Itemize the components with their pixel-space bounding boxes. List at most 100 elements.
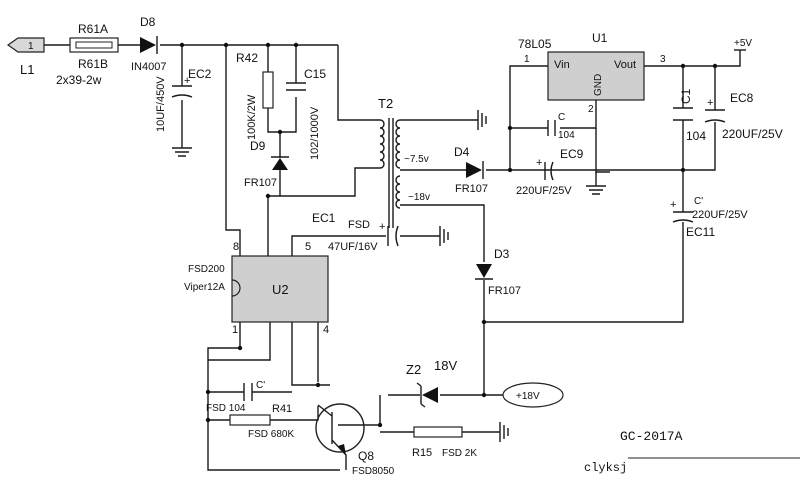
capacitor-ec9: + EC9 220UF/25V — [516, 147, 584, 197]
ec1-ref: EC1 — [312, 211, 336, 225]
d3-ref: D3 — [494, 247, 510, 261]
u2-pin1: 1 — [232, 324, 238, 336]
ec1-value: 47UF/16V — [328, 241, 378, 253]
output-18v: +18V — [502, 382, 564, 408]
ec9-polarity: + — [536, 157, 542, 169]
d3-part: FR107 — [488, 285, 521, 297]
fuse-ref-bottom: R61B — [78, 57, 108, 71]
junction-dots — [179, 42, 718, 428]
u1-vout: Vout — [614, 59, 636, 71]
d4-part: FR107 — [455, 183, 488, 195]
r41-ref: R41 — [272, 403, 292, 415]
watermark-text: clyksj — [584, 461, 627, 475]
q8-part: FSD8050 — [352, 466, 395, 477]
input-plug-l1: 1 L1 — [6, 37, 45, 77]
wires — [44, 44, 741, 471]
u1-pin3: 3 — [660, 54, 666, 65]
c15-ref: C15 — [304, 67, 326, 81]
transistor-q8: Q8 FSD8050 — [315, 403, 395, 477]
u2-pin5: 5 — [305, 241, 311, 253]
r41-value: FSD 680K — [248, 429, 294, 440]
diode-d4: D4 FR107 — [454, 145, 488, 195]
d8-ref: D8 — [140, 15, 156, 29]
capacitor-ec11: + C' 220UF/25V EC11 — [670, 196, 748, 239]
c-fsd-value: FSD 104 — [206, 403, 246, 414]
ec8-polarity: + — [707, 97, 713, 109]
ec1-fsd: FSD — [348, 219, 370, 231]
u1-ref: U1 — [592, 31, 608, 45]
capacitor-c-fsd: C' FSD 104 — [206, 380, 265, 414]
diode-d8: D8 IN4007 — [131, 15, 166, 73]
u2-part1: FSD200 — [188, 264, 225, 275]
out5v-label: +5V — [734, 38, 752, 49]
d8-part: IN4007 — [131, 61, 166, 73]
r15-value: FSD 2K — [442, 448, 477, 459]
ec2-ref: EC2 — [188, 67, 212, 81]
ec2-value: 10UF/450V — [155, 76, 167, 132]
r42-ref: R42 — [236, 51, 258, 65]
ec11-ref-alt: C' — [694, 196, 703, 207]
fuse-value: 2x39-2w — [56, 73, 102, 87]
ec9-ref: EC9 — [560, 147, 584, 161]
ground-symbol — [586, 185, 606, 195]
resistor-r41: R41 FSD 680K — [229, 403, 294, 440]
d4-ref: D4 — [454, 145, 470, 159]
ground-symbol — [477, 110, 487, 130]
u1-pin2: 2 — [588, 104, 594, 115]
plug-pin-label: 1 — [28, 41, 34, 52]
u2-part2: Viper12A — [184, 282, 225, 293]
t2-ref: T2 — [378, 96, 393, 111]
diode-d9: D9 FR107 — [244, 139, 289, 189]
u2-ref: U2 — [272, 282, 289, 297]
capacitor-c1: C1 104 — [673, 88, 706, 143]
u1-gnd: GND — [593, 74, 604, 96]
ec11-ref: EC11 — [686, 225, 715, 239]
regulator-u1: 78L05 U1 Vin Vout GND 1 2 3 — [518, 31, 666, 195]
drawing-title: GC-2017A — [620, 429, 683, 444]
capacitor-ec2: + EC2 10UF/450V — [155, 67, 212, 157]
u2-pin4: 4 — [323, 324, 329, 336]
ec2-polarity: + — [184, 75, 190, 87]
z2-value: 18V — [434, 358, 457, 373]
input-label: L1 — [20, 62, 34, 77]
u2-pin8: 8 — [233, 241, 239, 253]
ec11-value: 220UF/25V — [692, 209, 748, 221]
output-5v: +5V — [734, 38, 752, 51]
c-u1-value: 104 — [558, 130, 575, 141]
resistor-r42: R42 100K/2W — [236, 51, 274, 140]
d9-ref: D9 — [250, 139, 266, 153]
c1-ref: C1 — [679, 88, 693, 104]
capacitor-ec1: + EC1 FSD 47UF/16V — [312, 211, 449, 253]
capacitor-c-u1: C 104 — [547, 112, 575, 141]
ec8-ref: EC8 — [730, 91, 754, 105]
ground-symbol — [172, 147, 192, 157]
t2-tap1: ~7.5v — [404, 154, 429, 165]
ground-symbol — [439, 226, 449, 246]
capacitor-c15: C15 102/1000V — [286, 67, 326, 160]
u1-vin: Vin — [554, 59, 570, 71]
z2-ref: Z2 — [406, 362, 421, 377]
transformer-t2: T2 ~7.5v ~18v — [378, 96, 487, 228]
c1-value: 104 — [686, 129, 706, 143]
zener-z2: Z2 18V — [406, 358, 457, 408]
ec8-value: 220UF/25V — [722, 127, 783, 141]
diode-d3: D3 FR107 — [475, 247, 521, 297]
resistor-r15: R15 FSD 2K — [412, 422, 509, 459]
c15-value: 102/1000V — [309, 106, 321, 160]
controller-u2: U2 FSD200 Viper12A 8 5 1 4 — [184, 241, 329, 336]
out18v-label: +18V — [516, 391, 540, 402]
ground-symbol — [499, 422, 509, 442]
d9-part: FR107 — [244, 177, 277, 189]
fuse-ref-top: R61A — [78, 22, 108, 36]
c-fsd-ref: C' — [256, 380, 265, 391]
q8-ref: Q8 — [358, 449, 374, 463]
fuse-resistor: R61A R61B 2x39-2w — [56, 22, 119, 87]
r42-value: 100K/2W — [246, 94, 258, 140]
ec11-polarity: + — [670, 199, 676, 211]
ec9-value: 220UF/25V — [516, 185, 572, 197]
capacitor-ec8: + EC8 220UF/25V — [704, 91, 783, 141]
c-u1-ref: C — [558, 112, 565, 123]
ec1-polarity: + — [379, 221, 385, 233]
